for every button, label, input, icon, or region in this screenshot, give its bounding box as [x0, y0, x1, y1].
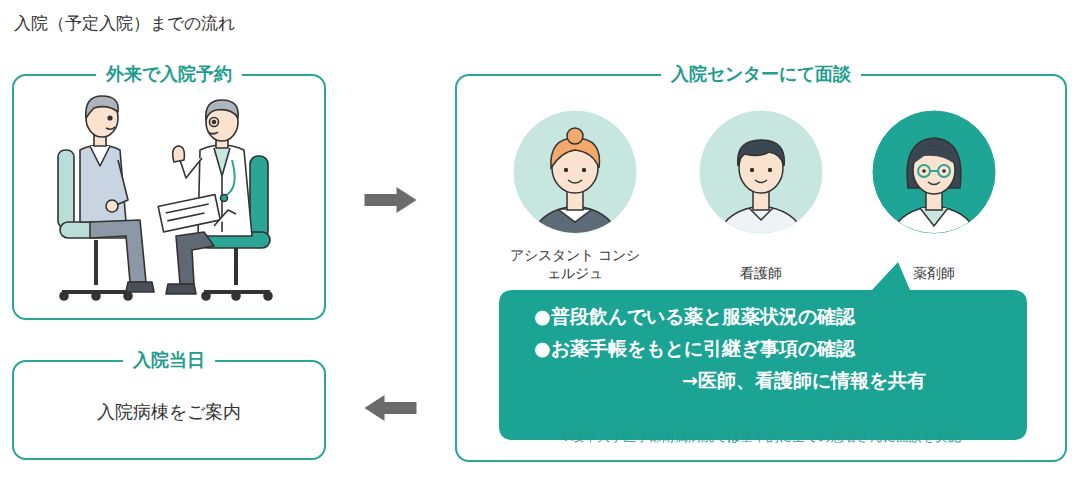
- doctor-figure-part: [232, 292, 240, 300]
- diagram-title: 入院（予定入院）までの流れ: [14, 11, 235, 35]
- patient-figure-part: [62, 290, 130, 294]
- role-circle: 看護師: [699, 110, 823, 282]
- doctor-figure-part-part: [166, 204, 209, 213]
- doctor-figure-part: [204, 290, 270, 294]
- doctor-figure-part: [198, 145, 252, 236]
- doctor-figure-part: [216, 132, 228, 148]
- patient-figure-part: [92, 292, 100, 300]
- doctor-figure: [158, 100, 272, 300]
- role-label: アシスタント コンシェルジュ: [503, 246, 647, 282]
- doctor-figure-part: [176, 232, 214, 284]
- patient-figure-part: [94, 130, 106, 146]
- step-panel: 入院センターにて面談※岐阜大学医学部附属病院では基本的に全ての患者さんに面談を実…: [455, 74, 1067, 462]
- patient-figure-part: [86, 96, 118, 118]
- panel-heading: 入院センターにて面談: [661, 63, 861, 85]
- patient-figure-part: [58, 150, 74, 228]
- flow-arrow: [365, 187, 417, 213]
- role-circle: 薬剤師: [872, 110, 996, 282]
- patient-figure-part: [94, 240, 98, 285]
- portrait: [890, 138, 978, 240]
- doctor-figure-part: [214, 210, 236, 226]
- doctor-figure-part: [234, 248, 238, 285]
- doctor-figure-part: [221, 195, 228, 202]
- portrait: [717, 140, 805, 240]
- patient-figure-part: [106, 200, 118, 212]
- doctor-figure-part-part: [158, 194, 220, 231]
- role-label: 看護師: [689, 264, 833, 282]
- doctor-figure-part: [250, 156, 268, 240]
- patient-figure-part: [86, 99, 118, 137]
- circle-shape: [699, 110, 823, 282]
- speech-bubble: ●普段飲んでいる薬と服薬状況の確認●お薬手帳をもとに引継ぎ事項の確認→医師、看護…: [499, 290, 1027, 440]
- doctor-figure-part: [200, 232, 270, 248]
- circle-shape: [872, 110, 996, 282]
- patient-figure-part: [108, 116, 112, 120]
- panel-heading: 入院当日: [123, 349, 215, 371]
- patient-figure-part: [124, 292, 132, 300]
- check-item: ●普段飲んでいる薬と服薬状況の確認: [534, 300, 1007, 332]
- role-label: 薬剤師: [862, 264, 1006, 282]
- doctor-figure-part: [206, 103, 238, 141]
- doctor-figure-part: [158, 194, 220, 231]
- patient-figure-part: [114, 160, 128, 206]
- step-panel: 入院当日入院病棟をご案内: [12, 360, 326, 460]
- patient-figure: [58, 96, 154, 300]
- patient-figure-part: [60, 292, 68, 300]
- doctor-figure-part: [221, 176, 223, 232]
- patient-figure-part: [90, 146, 110, 166]
- bubble-outline: [499, 262, 1027, 440]
- panel-body: 入院病棟をご案内: [14, 400, 324, 424]
- doctor-figure-part: [210, 118, 219, 127]
- doctor-figure-part: [208, 132, 218, 134]
- doctor-figure-part: [224, 160, 235, 196]
- step-panel: 外来で入院予約: [12, 74, 326, 320]
- doctor-figure-part: [264, 292, 272, 300]
- footnote: ※岐阜大学医学部附属病院では基本的に全ての患者さんに面談を実施: [497, 428, 1025, 446]
- patient-figure-part: [90, 220, 146, 282]
- doctor-figure-part: [213, 121, 216, 124]
- doctor-figure-part: [166, 284, 196, 294]
- patient-figure-part: [106, 127, 115, 129]
- patient-figure-part: [80, 145, 126, 222]
- patient-figure-part: [60, 222, 140, 238]
- doctor-figure-part-part: [167, 213, 204, 221]
- check-item: ●お薬手帳をもとに引継ぎ事項の確認: [534, 332, 1007, 364]
- flow-arrow: [365, 395, 417, 421]
- doctor-figure-part: [173, 146, 185, 162]
- doctor-figure-part: [214, 148, 230, 176]
- result-note: →医師、看護師に情報を共有: [682, 364, 1007, 396]
- portrait: [531, 128, 619, 240]
- panel-heading: 外来で入院予約: [96, 63, 242, 85]
- patient-figure-part: [126, 282, 154, 292]
- doctor-figure-part: [202, 292, 210, 300]
- doctor-figure-part: [206, 100, 238, 120]
- role-circle: アシスタント コンシェルジュ: [513, 110, 637, 282]
- doctor-figure-part: [180, 158, 202, 178]
